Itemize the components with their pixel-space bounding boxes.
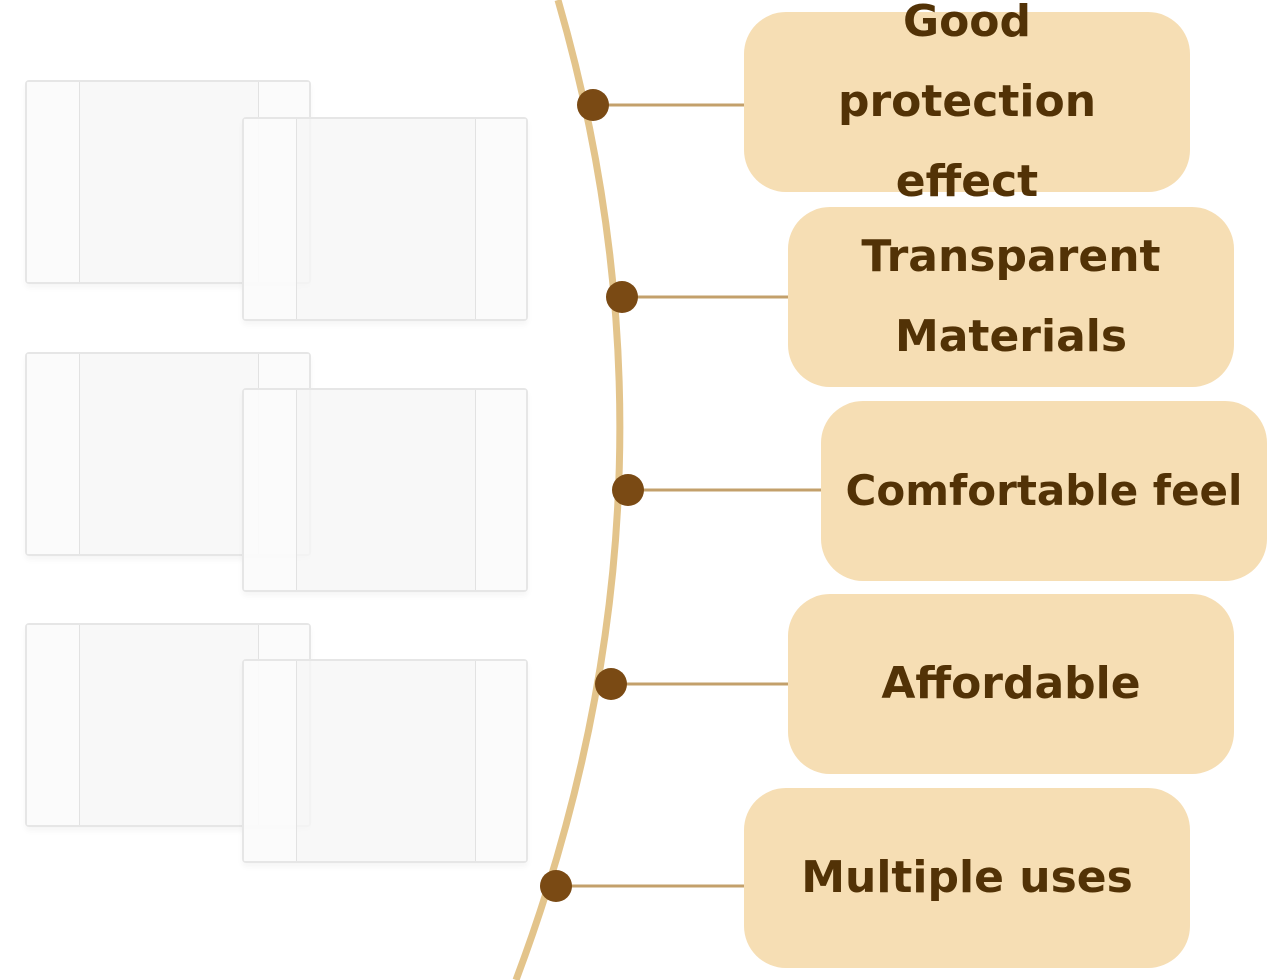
feature-good-protection: Good protection effect [744, 0, 1190, 207]
connector-dot [606, 281, 638, 313]
sleeve-flap [475, 661, 526, 861]
connector-dot [540, 870, 572, 902]
sleeve-flap [27, 625, 80, 825]
feature-affordable: Affordable [788, 594, 1234, 774]
feature-label: Transparent Materials [861, 231, 1161, 362]
sleeve-flap [244, 390, 297, 590]
feature-label: Multiple uses [801, 852, 1133, 903]
sleeve-flap [244, 119, 297, 319]
feature-transparent-materials: Transparent Materials [788, 207, 1234, 387]
feature-label: Affordable [881, 658, 1141, 709]
arc-line [512, 0, 624, 980]
connector-dot [595, 668, 627, 700]
sleeve-image [242, 659, 528, 863]
sleeve-image [242, 117, 528, 321]
connector-dot [612, 474, 644, 506]
sleeve-image [242, 388, 528, 592]
connector-dot [577, 89, 609, 121]
sleeve-flap [27, 354, 80, 554]
feature-label: Good protection effect [837, 0, 1097, 207]
feature-label: Comfortable feel [845, 466, 1243, 515]
sleeve-flap [27, 82, 80, 282]
sleeve-flap [475, 119, 526, 319]
feature-comfortable-feel: Comfortable feel [821, 401, 1267, 581]
sleeve-flap [475, 390, 526, 590]
sleeve-flap [244, 661, 297, 861]
feature-multiple-uses: Multiple uses [744, 788, 1190, 968]
